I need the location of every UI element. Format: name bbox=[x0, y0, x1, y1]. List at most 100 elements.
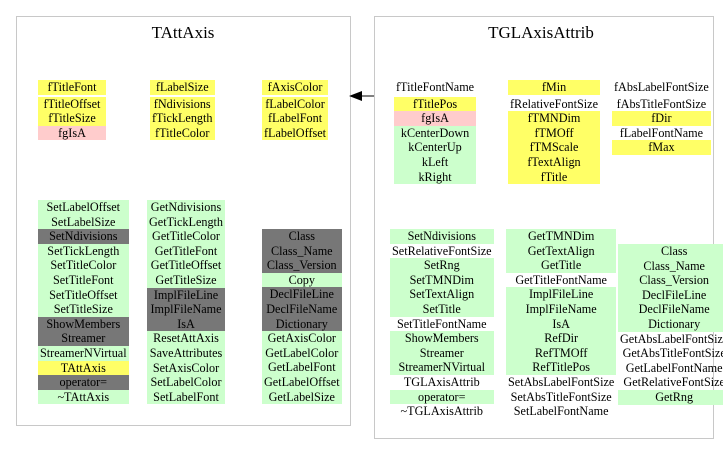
member-kcenterdown: kCenterDown bbox=[394, 125, 477, 141]
member-setrelativefontsize: SetRelativeFontSize bbox=[392, 243, 492, 258]
member-class: Class bbox=[262, 229, 342, 244]
member-streamer: Streamer bbox=[390, 345, 494, 361]
member-fmin: fMin bbox=[508, 80, 601, 95]
member-declfilename: DeclFileName bbox=[262, 301, 342, 317]
member-setlabelsize: SetLabelSize bbox=[38, 214, 129, 230]
member-getndivisions: GetNdivisions bbox=[147, 200, 226, 215]
member-getticklength: GetTickLength bbox=[147, 214, 226, 230]
member-saveattributes: SaveAttributes bbox=[147, 345, 226, 361]
member-getlabelcolor: GetLabelColor bbox=[262, 345, 342, 361]
member-operator: operator= bbox=[38, 375, 129, 390]
member-gettitlesize: GetTitleSize bbox=[147, 272, 226, 288]
member-fgisa: fgIsA bbox=[38, 125, 106, 141]
member-getaxiscolor: GetAxisColor bbox=[262, 331, 342, 346]
member-tattaxis: ~TAttAxis bbox=[38, 389, 129, 405]
member-showmembers: ShowMembers bbox=[390, 331, 494, 346]
member-class: Class bbox=[618, 244, 723, 259]
member-declfileline: DeclFileLine bbox=[262, 287, 342, 302]
member-implfileline: ImplFileLine bbox=[147, 287, 226, 303]
member-setrng: SetRng bbox=[390, 258, 494, 273]
member-settitle: SetTitle bbox=[390, 301, 494, 317]
member-setaxiscolor: SetAxisColor bbox=[147, 360, 226, 376]
member-setlabelfont: SetLabelFont bbox=[147, 389, 226, 405]
member-fndivisions: fNdivisions bbox=[150, 96, 215, 112]
member-setlabeloffset: SetLabelOffset bbox=[38, 200, 129, 215]
member-flabeloffset: fLabelOffset bbox=[262, 125, 329, 141]
member-settextalign: SetTextAlign bbox=[390, 287, 494, 302]
member-gettitle: GetTitle bbox=[506, 258, 617, 273]
member-flabelfontname: fLabelFontName bbox=[619, 125, 704, 140]
member-settitleoffset: SetTitleOffset bbox=[38, 287, 129, 303]
member-gettextalign: GetTextAlign bbox=[506, 243, 617, 259]
member-ftitlefontname: fTitleFontName bbox=[396, 80, 475, 94]
member-ftitlefont: fTitleFont bbox=[38, 80, 106, 95]
member-fabslabelfontsize: fAbsLabelFontSize bbox=[614, 80, 709, 94]
member-frelativefontsize: fRelativeFontSize bbox=[510, 96, 599, 111]
member-fgisa: fgIsA bbox=[394, 111, 477, 126]
member-gettmndim: GetTMNDim bbox=[506, 229, 617, 244]
member-streamernvirtual: StreamerNVirtual bbox=[390, 360, 494, 375]
member-ftitlesize: fTitleSize bbox=[38, 111, 106, 126]
member-refdir: RefDir bbox=[506, 331, 617, 346]
member-getabslabelfontsize: GetAbsLabelFontSize bbox=[620, 331, 723, 346]
member-getlabelfont: GetLabelFont bbox=[262, 360, 342, 375]
member-getabstitlefontsize: GetAbsTitleFontSize bbox=[622, 346, 723, 361]
member-flabelsize: fLabelSize bbox=[150, 80, 215, 95]
member-gettitlefont: GetTitleFont bbox=[147, 243, 226, 259]
member-fdir: fDir bbox=[612, 111, 711, 126]
member-isa: IsA bbox=[506, 316, 617, 332]
member-getrelativefontsize: GetRelativeFontSize bbox=[623, 375, 723, 390]
member-ftitleoffset: fTitleOffset bbox=[38, 96, 106, 112]
member-setabslabelfontsize: SetAbsLabelFontSize bbox=[508, 374, 615, 389]
member-getlabeloffset: GetLabelOffset bbox=[262, 374, 342, 390]
member-tglaxisattrib: TGLAxisAttrib bbox=[403, 374, 480, 389]
member-gettitlecolor: GetTitleColor bbox=[147, 229, 226, 244]
member-isa: IsA bbox=[147, 316, 226, 332]
member-settitlesize: SetTitleSize bbox=[38, 302, 129, 317]
member-tglaxisattrib: ~TGLAxisAttrib bbox=[400, 404, 483, 419]
member-flabelcolor: fLabelColor bbox=[262, 96, 329, 112]
member-fabstitlefontsize: fAbsTitleFontSize bbox=[616, 96, 707, 111]
member-settitlefont: SetTitleFont bbox=[38, 272, 129, 288]
member-class-version: Class_Version bbox=[618, 273, 723, 288]
member-ftmoff: fTMOff bbox=[508, 125, 601, 141]
member-class-version: Class_Version bbox=[262, 258, 342, 273]
member-setticklength: SetTickLength bbox=[38, 243, 129, 259]
member-ftitlepos: fTitlePos bbox=[394, 96, 477, 112]
member-setlabelfontname: SetLabelFontName bbox=[513, 404, 609, 419]
tattaxis-title: TAttAxis bbox=[151, 23, 215, 42]
member-declfileline: DeclFileLine bbox=[618, 287, 723, 303]
member-declfilename: DeclFileName bbox=[618, 302, 723, 317]
member-reftmoff: RefTMOff bbox=[506, 345, 617, 361]
member-settitlefontname: SetTitleFontName bbox=[396, 316, 487, 331]
member-kleft: kLeft bbox=[394, 154, 477, 170]
member-faxiscolor: fAxisColor bbox=[262, 80, 329, 95]
member-kright: kRight bbox=[394, 169, 477, 185]
member-class-name: Class_Name bbox=[262, 243, 342, 259]
member-tattaxis: TAttAxis bbox=[38, 360, 129, 376]
member-ftitle: fTitle bbox=[508, 169, 601, 185]
member-ftextalign: fTextAlign bbox=[508, 154, 601, 170]
member-ftmndim: fTMNDim bbox=[508, 111, 601, 126]
member-dictionary: Dictionary bbox=[618, 316, 723, 332]
member-reftitlepos: RefTitlePos bbox=[506, 360, 617, 375]
member-setndivisions: SetNdivisions bbox=[390, 229, 494, 244]
member-settitlecolor: SetTitleColor bbox=[38, 258, 129, 273]
member-setabstitlefontsize: SetAbsTitleFontSize bbox=[510, 389, 612, 404]
member-gettitleoffset: GetTitleOffset bbox=[147, 258, 226, 273]
member-fmax: fMax bbox=[612, 140, 711, 155]
member-streamernvirtual: StreamerNVirtual bbox=[38, 345, 129, 361]
member-implfileline: ImplFileLine bbox=[506, 287, 617, 302]
